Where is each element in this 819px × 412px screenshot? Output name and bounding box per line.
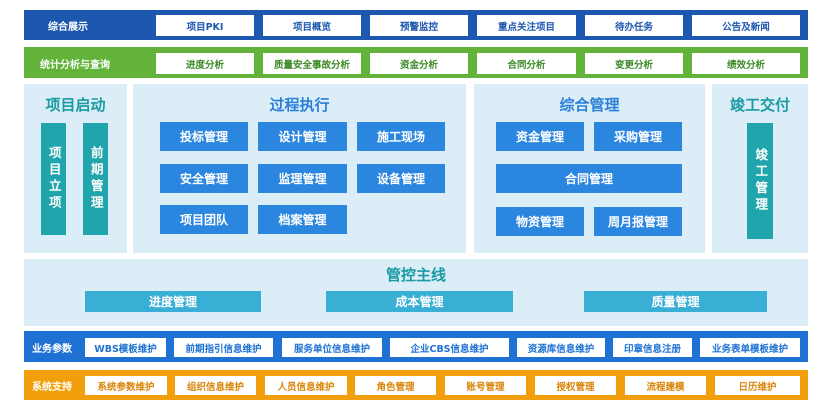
- completion-delivery-title: 竣工交付: [729, 96, 790, 114]
- top-item-project-pki[interactable]: 项目PKI: [156, 15, 254, 36]
- param-resource-library[interactable]: 资源库信息维护: [517, 338, 605, 357]
- quality-management-box[interactable]: 质量管理: [584, 291, 767, 312]
- supervision-management-box[interactable]: 监理管理: [258, 164, 347, 193]
- contract-management-box[interactable]: 合同管理: [496, 164, 682, 193]
- param-enterprise-cbs[interactable]: 企业CBS信息维护: [390, 338, 509, 357]
- project-initiation-box[interactable]: 项目立项: [41, 123, 66, 235]
- process-execution-title: 过程执行: [269, 96, 330, 114]
- procurement-management-box[interactable]: 采购管理: [594, 122, 682, 151]
- funds-management-box[interactable]: 资金管理: [496, 122, 584, 151]
- construction-site-box[interactable]: 施工现场: [357, 122, 445, 151]
- analysis-item-performance[interactable]: 绩效分析: [692, 53, 800, 74]
- support-system-params[interactable]: 系统参数维护: [85, 376, 167, 395]
- top-item-project-overview[interactable]: 项目概览: [263, 15, 361, 36]
- support-org-info[interactable]: 组织信息维护: [175, 376, 256, 395]
- top-item-warning-monitor[interactable]: 预警监控: [370, 15, 468, 36]
- top-item-key-projects[interactable]: 重点关注项目: [477, 15, 576, 36]
- materials-management-box[interactable]: 物资管理: [496, 207, 584, 236]
- top-item-todo-tasks[interactable]: 待办任务: [585, 15, 683, 36]
- weekly-monthly-report-box[interactable]: 周月报管理: [594, 207, 682, 236]
- support-calendar[interactable]: 日历维护: [715, 376, 800, 395]
- support-account-management[interactable]: 账号管理: [445, 376, 526, 395]
- analysis-item-progress[interactable]: 进度分析: [156, 53, 254, 74]
- integrated-management-title: 综合管理: [559, 96, 620, 114]
- safety-management-box[interactable]: 安全管理: [160, 164, 248, 193]
- archive-management-box[interactable]: 档案管理: [258, 205, 347, 234]
- cost-management-box[interactable]: 成本管理: [326, 291, 513, 312]
- top-display-label: 综合展示: [48, 22, 88, 33]
- param-wbs-template[interactable]: WBS模板维护: [85, 338, 166, 357]
- business-params-label: 业务参数: [32, 344, 72, 355]
- preliminary-management-box[interactable]: 前期管理: [83, 123, 108, 235]
- bidding-management-box[interactable]: 投标管理: [160, 122, 248, 151]
- analysis-item-contract[interactable]: 合同分析: [477, 53, 576, 74]
- support-role-management[interactable]: 角色管理: [355, 376, 436, 395]
- top-item-announcements[interactable]: 公告及新闻: [692, 15, 800, 36]
- schedule-management-box[interactable]: 进度管理: [85, 291, 261, 312]
- equipment-management-box[interactable]: 设备管理: [357, 164, 445, 193]
- analysis-label: 统计分析与查询: [40, 60, 110, 71]
- param-service-unit[interactable]: 服务单位信息维护: [282, 338, 382, 357]
- project-start-title: 项目启动: [45, 96, 106, 114]
- support-workflow-modeling[interactable]: 流程建模: [625, 376, 706, 395]
- analysis-item-change[interactable]: 变更分析: [585, 53, 683, 74]
- support-authorization[interactable]: 授权管理: [535, 376, 616, 395]
- param-form-template[interactable]: 业务表单模板维护: [700, 338, 800, 357]
- param-preliminary-guide[interactable]: 前期指引信息维护: [174, 338, 273, 357]
- support-personnel-info[interactable]: 人员信息维护: [265, 376, 347, 395]
- analysis-item-funds[interactable]: 资金分析: [370, 53, 468, 74]
- completion-management-box[interactable]: 竣工管理: [747, 123, 773, 239]
- project-team-box[interactable]: 项目团队: [160, 205, 248, 234]
- design-management-box[interactable]: 设计管理: [258, 122, 347, 151]
- param-seal-registration[interactable]: 印章信息注册: [613, 338, 692, 357]
- control-mainline-title: 管控主线: [385, 266, 446, 284]
- analysis-item-quality-safety[interactable]: 质量安全事故分析: [263, 53, 361, 74]
- system-support-label: 系统支持: [32, 382, 72, 393]
